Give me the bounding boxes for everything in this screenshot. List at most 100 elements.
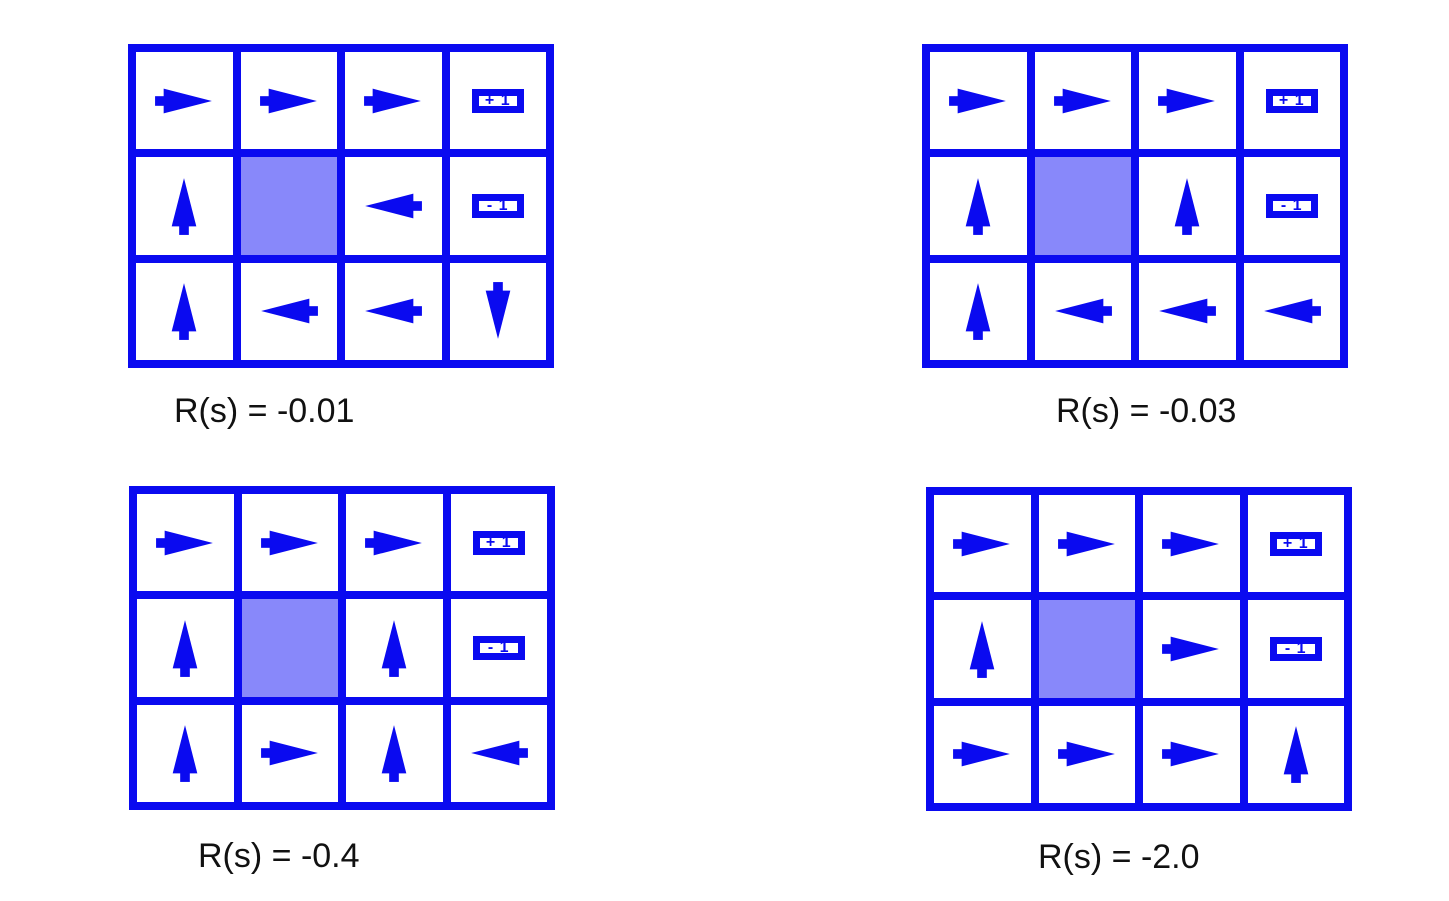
policy-gridworld-4: + 1 - 1 bbox=[926, 487, 1352, 811]
terminal-plus-one: + 1 bbox=[1269, 531, 1322, 556]
state-cell bbox=[930, 262, 1027, 360]
arrow-right-icon bbox=[1162, 742, 1220, 767]
arrow-right-icon bbox=[1057, 531, 1115, 556]
arrow-right-icon bbox=[1158, 88, 1216, 113]
state-cell bbox=[1143, 705, 1240, 803]
state-cell: - 1 bbox=[1243, 157, 1340, 255]
arrow-up-icon bbox=[171, 178, 197, 235]
state-cell bbox=[930, 157, 1027, 255]
terminal-minus-one: - 1 bbox=[1269, 636, 1322, 661]
state-cell bbox=[1038, 705, 1135, 803]
arrow-right-icon bbox=[259, 88, 317, 113]
state-cell bbox=[1034, 262, 1131, 360]
state-cell: - 1 bbox=[449, 157, 546, 255]
arrow-left-icon bbox=[1159, 299, 1217, 324]
state-cell bbox=[241, 494, 338, 592]
arrow-left-icon bbox=[260, 299, 318, 324]
state-cell: + 1 bbox=[1247, 495, 1344, 593]
arrow-up-icon bbox=[1283, 726, 1309, 784]
state-cell bbox=[137, 494, 234, 592]
state-cell: - 1 bbox=[1247, 600, 1344, 698]
arrow-up-icon bbox=[965, 178, 991, 235]
arrow-right-icon bbox=[155, 88, 213, 113]
terminal-minus-one: - 1 bbox=[471, 193, 524, 218]
state-cell bbox=[346, 704, 443, 802]
blocked-cell bbox=[241, 599, 338, 697]
reward-label-1: R(s) = -0.01 bbox=[174, 392, 355, 430]
terminal-plus-one: + 1 bbox=[472, 530, 525, 555]
arrow-up-icon bbox=[965, 283, 991, 341]
state-cell bbox=[346, 599, 443, 697]
arrow-up-icon bbox=[969, 621, 995, 678]
terminal-plus-one: + 1 bbox=[471, 88, 524, 113]
state-cell bbox=[137, 704, 234, 802]
blocked-cell bbox=[1038, 600, 1135, 698]
policy-gridworld-1: + 1 - 1 bbox=[128, 44, 554, 368]
arrow-left-icon bbox=[1263, 299, 1321, 324]
state-cell bbox=[1139, 262, 1236, 360]
arrow-right-icon bbox=[1162, 636, 1220, 662]
state-cell bbox=[345, 262, 442, 360]
state-cell: + 1 bbox=[1243, 52, 1340, 150]
blocked-cell bbox=[1034, 157, 1131, 255]
state-cell: + 1 bbox=[449, 52, 546, 150]
state-cell bbox=[241, 704, 338, 802]
state-cell bbox=[240, 52, 337, 150]
arrow-right-icon bbox=[1057, 742, 1115, 767]
state-cell bbox=[345, 157, 442, 255]
arrow-down-icon bbox=[485, 282, 511, 340]
state-cell bbox=[934, 705, 1031, 803]
state-cell: - 1 bbox=[450, 599, 547, 697]
state-cell: + 1 bbox=[450, 494, 547, 592]
arrow-right-icon bbox=[364, 88, 422, 113]
state-cell bbox=[137, 599, 234, 697]
state-cell bbox=[934, 600, 1031, 698]
state-cell bbox=[1139, 52, 1236, 150]
terminal-plus-one: + 1 bbox=[1265, 88, 1318, 113]
arrow-right-icon bbox=[260, 741, 318, 766]
state-cell bbox=[346, 494, 443, 592]
policy-gridworld-2: + 1 - 1 bbox=[922, 44, 1348, 368]
state-cell bbox=[930, 52, 1027, 150]
state-cell bbox=[1038, 495, 1135, 593]
arrow-right-icon bbox=[953, 742, 1011, 767]
arrow-up-icon bbox=[172, 725, 198, 783]
state-cell bbox=[1243, 262, 1340, 360]
arrow-right-icon bbox=[156, 530, 214, 555]
arrow-right-icon bbox=[365, 530, 423, 555]
state-cell bbox=[450, 704, 547, 802]
policy-gridworld-3: + 1 - 1 bbox=[129, 486, 555, 810]
reward-label-2: R(s) = -0.03 bbox=[1056, 392, 1237, 430]
arrow-left-icon bbox=[470, 741, 528, 766]
state-cell bbox=[1034, 52, 1131, 150]
arrow-up-icon bbox=[381, 620, 407, 677]
state-cell bbox=[240, 262, 337, 360]
state-cell bbox=[1143, 600, 1240, 698]
arrow-up-icon bbox=[171, 283, 197, 341]
arrow-left-icon bbox=[365, 193, 423, 219]
reward-label-4: R(s) = -2.0 bbox=[1038, 838, 1200, 876]
state-cell bbox=[136, 157, 233, 255]
state-cell bbox=[345, 52, 442, 150]
state-cell bbox=[934, 495, 1031, 593]
arrow-right-icon bbox=[953, 531, 1011, 556]
arrow-up-icon bbox=[172, 620, 198, 677]
arrow-left-icon bbox=[1054, 299, 1112, 324]
arrow-up-icon bbox=[381, 725, 407, 783]
arrow-right-icon bbox=[1162, 531, 1220, 556]
state-cell bbox=[136, 262, 233, 360]
state-cell bbox=[449, 262, 546, 360]
arrow-right-icon bbox=[260, 530, 318, 555]
terminal-minus-one: - 1 bbox=[472, 635, 525, 660]
arrow-right-icon bbox=[949, 88, 1007, 113]
state-cell bbox=[1139, 157, 1236, 255]
state-cell bbox=[136, 52, 233, 150]
reward-label-3: R(s) = -0.4 bbox=[198, 837, 360, 875]
arrow-up-icon bbox=[1174, 178, 1200, 235]
state-cell bbox=[1143, 495, 1240, 593]
state-cell bbox=[1247, 705, 1344, 803]
arrow-left-icon bbox=[365, 299, 423, 324]
arrow-right-icon bbox=[1053, 88, 1111, 113]
blocked-cell bbox=[240, 157, 337, 255]
terminal-minus-one: - 1 bbox=[1265, 193, 1318, 218]
